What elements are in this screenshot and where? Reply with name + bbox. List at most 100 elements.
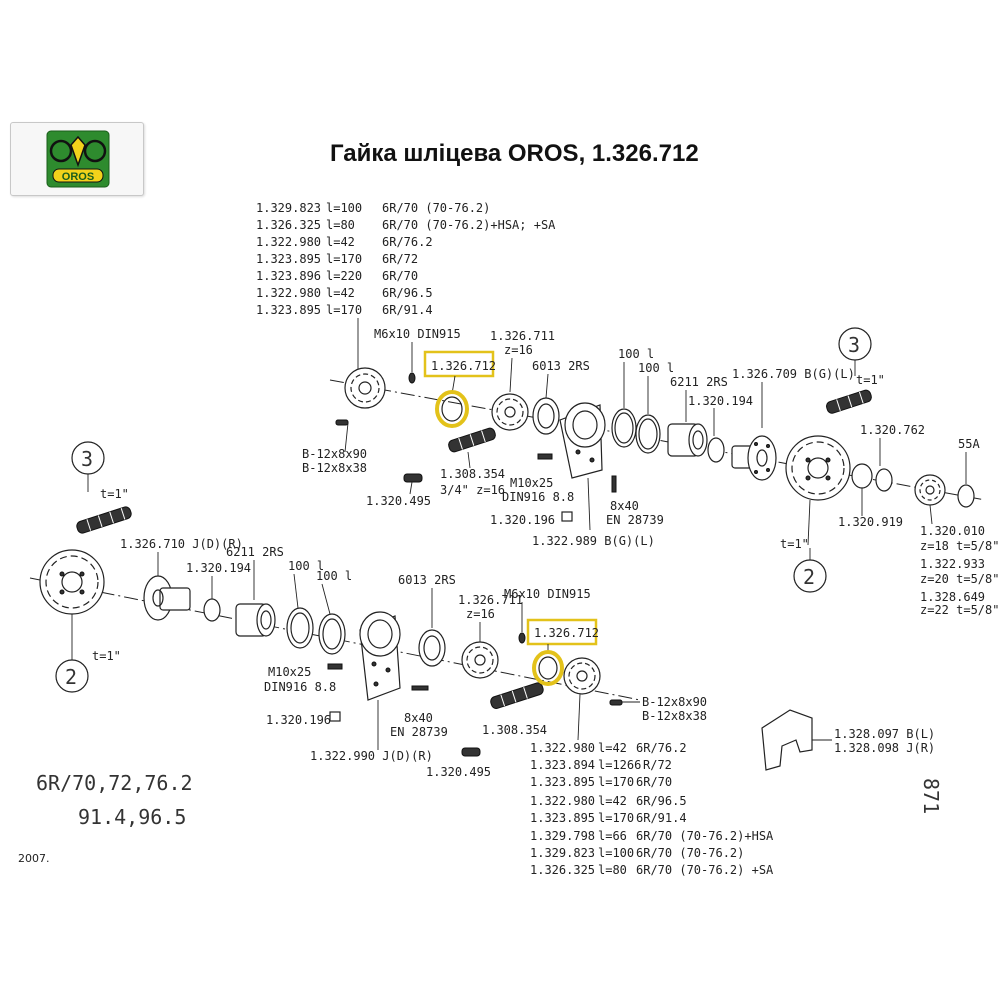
logo-text: OROS (62, 171, 94, 183)
top-list-spec-5: 6R/96.5 (382, 286, 433, 300)
upper-pin: 8x40 (610, 499, 639, 513)
bottom-list-len-4: l=170 (598, 811, 634, 825)
bracket-icon (761, 709, 813, 771)
bottom-parts-list: 1.322.980 l=42 6R/76.2 1.323.894 l=1266 … (530, 741, 774, 877)
models-line-2: 91.4,96.5 (78, 805, 186, 829)
bottom-list-len-3: l=42 (598, 794, 627, 808)
upper-circle-3: 3 (848, 333, 860, 357)
key-leader (344, 422, 349, 453)
bearing-icon (532, 397, 560, 435)
lower-housing: 1.322.990 J(D)(R) (310, 749, 433, 763)
lower-bearing2-label: 6211 2RS (226, 545, 284, 559)
upper-highlight-label: 1.326.712 (431, 359, 496, 373)
circlip-icon (707, 437, 725, 463)
top-list-len-2: l=42 (326, 235, 355, 249)
lower-set-screw-icon (518, 632, 526, 644)
upper-1320495: 1.320.495 (366, 494, 431, 508)
lower-slotted-nut-icon (532, 650, 564, 686)
top-list-len-4: l=220 (326, 269, 362, 283)
top-list-len-0: l=100 (326, 201, 362, 215)
lower-assembly: 3 t=1" 2 t=1" 1.326.710 J(D)(R) (29, 441, 935, 779)
pin-icon (611, 475, 617, 493)
bottom-list-spec-4: 6R/91.4 (636, 811, 687, 825)
lower-ring1: 100 l (288, 559, 324, 573)
upper-1328649: 1.328.649 (920, 590, 985, 604)
upper-pitch-2: t=1" (780, 537, 809, 551)
lower-highlight-label: 1.326.712 (534, 626, 599, 640)
upper-large-sprocket (785, 435, 851, 501)
bottom-list-spec-2: 6R/70 (636, 775, 672, 789)
top-list-spec-2: 6R/76.2 (382, 235, 433, 249)
upper-spec-933: z=20 t=5/8" (920, 572, 999, 586)
year-label: 2007. (18, 852, 50, 865)
lower-circlip-icon (203, 598, 221, 622)
lower-highlight-frame (526, 618, 598, 646)
upper-pitch-1: t=1" (856, 373, 885, 387)
top-list-spec-1: 6R/70 (70-76.2)+HSA; +SA (382, 218, 556, 232)
upper-sprocket-z: z=16 (504, 343, 533, 357)
bottom-list-spec-0: 6R/76.2 (636, 741, 687, 755)
upper-1322933: 1.322.933 (920, 557, 985, 571)
reference-circle-2 (793, 559, 827, 593)
lower-circle-2: 2 (65, 665, 77, 689)
lower-1320194: 1.320.194 (186, 561, 251, 575)
lower-right-sprocket (563, 657, 601, 695)
lower-sprocket-1326711 (461, 641, 499, 679)
models-line-1: 6R/70,72,76.2 (36, 771, 193, 795)
bottom-list-code-6: 1.329.823 (530, 846, 595, 860)
bottom-list-spec-5: 6R/70 (70-76.2)+HSA (636, 829, 774, 843)
upper-screw-std: DIN916 8.8 (502, 490, 574, 504)
lower-screw-std: DIN916 8.8 (264, 680, 336, 694)
upper-spec-649: z=22 t=5/8" (920, 603, 999, 617)
upper-left-sprocket (344, 367, 386, 409)
upper-sprocket-code: 1.326.711 (490, 329, 555, 343)
lower-bolt-label: M6x10 DIN915 (504, 587, 591, 601)
retaining-ring-icon (957, 484, 975, 508)
upper-bearing2-label: 6211 2RS (670, 375, 728, 389)
slotted-nut-icon (435, 390, 469, 428)
lower-bracket2: 1.328.098 J(R) (834, 741, 935, 755)
lower-bracket1: 1.328.097 B(L) (834, 727, 935, 741)
lower-1320196: 1.320.196 (266, 713, 331, 727)
spacer-ring-icon-2 (635, 414, 661, 454)
bottom-list-len-2: l=170 (598, 775, 634, 789)
bottom-list-code-7: 1.326.325 (530, 863, 595, 877)
lower-key-icon (609, 699, 623, 706)
bottom-list-code-1: 1.323.894 (530, 758, 595, 772)
upper-1320762: 1.320.762 (860, 423, 925, 437)
bottom-list-code-5: 1.329.798 (530, 829, 595, 843)
page-number: 871 (919, 778, 943, 814)
small-sprocket-icon (914, 474, 946, 506)
top-list-len-5: l=42 (326, 286, 355, 300)
key-icon (335, 419, 349, 426)
screw-icon (537, 453, 553, 460)
bottom-list-spec-7: 6R/70 (70-76.2) +SA (636, 863, 774, 877)
lower-1320495: 1.320.495 (426, 765, 491, 779)
upper-spec-010: z=18 t=5/8" (920, 539, 999, 553)
lower-key1: B-12x8x90 (642, 695, 707, 709)
upper-key1: B-12x8x90 (302, 447, 367, 461)
spacer-icon (851, 463, 873, 489)
upper-key2: B-12x8x38 (302, 461, 367, 475)
lower-screw: M10x25 (268, 665, 311, 679)
top-list-spec-4: 6R/70 (382, 269, 418, 283)
lower-pitch-bottom: t=1" (92, 649, 121, 663)
bottom-list-code-3: 1.322.980 (530, 794, 595, 808)
lower-chain: 1.308.354 (482, 723, 547, 737)
square-nut-icon (561, 511, 573, 522)
set-screw-icon (408, 372, 416, 384)
bottom-list-len-7: l=80 (598, 863, 627, 877)
bearing-6211-icon (667, 423, 708, 457)
page-title: Гайка шліцева OROS, 1.326.712 (330, 140, 699, 167)
lower-axis (29, 577, 641, 701)
top-parts-list: 1.329.823 l=100 6R/70 (70-76.2) 1.326.32… (256, 201, 556, 372)
top-list-spec-6: 6R/91.4 (382, 303, 433, 317)
lower-link-icon (461, 747, 481, 757)
upper-bolt-label: M6x10 DIN915 (374, 327, 461, 341)
upper-screw: M10x25 (510, 476, 553, 490)
lower-ring2: 100 l (316, 569, 352, 583)
top-list-code-1: 1.326.325 (256, 218, 321, 232)
lower-chain-top-icon (76, 506, 132, 534)
upper-55A: 55A (958, 437, 980, 451)
oros-logo: OROS (10, 122, 144, 196)
